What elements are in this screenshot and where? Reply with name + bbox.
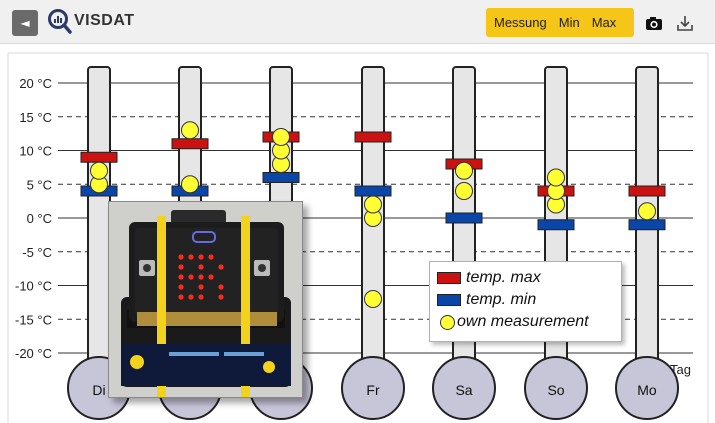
app-title: VISDAT xyxy=(74,12,135,29)
measurement-point xyxy=(272,128,290,146)
y-tick-label: -5 °C xyxy=(22,245,52,260)
legend-item-measurement: own measurement xyxy=(437,312,589,332)
back-button[interactable]: ◄ xyxy=(12,10,38,36)
measurement-point xyxy=(364,195,382,214)
y-tick-label: -15 °C xyxy=(15,312,52,327)
x-axis-title: Tag xyxy=(670,362,691,377)
thermometer-bulb xyxy=(432,356,496,420)
x-category-label: Fr xyxy=(366,382,380,398)
top-bar: ◄ VISDAT Messung Min Max xyxy=(0,0,715,44)
x-category-label: So xyxy=(547,382,564,398)
legend-label-max: temp. max xyxy=(466,269,541,286)
y-tick-label: 0 °C xyxy=(27,211,52,226)
max-marker xyxy=(171,138,209,150)
mode-max-button[interactable]: Max xyxy=(586,8,623,37)
measurement-point xyxy=(638,202,656,221)
measurement-point xyxy=(455,161,473,180)
legend-swatch-measurement xyxy=(440,314,455,330)
microbit-photo xyxy=(108,201,303,398)
measurement-point xyxy=(455,182,473,200)
camera-button[interactable] xyxy=(643,12,665,34)
min-marker xyxy=(628,219,666,231)
x-category-label: Di xyxy=(92,382,105,398)
download-icon xyxy=(677,16,693,31)
y-tick-label: -10 °C xyxy=(15,279,52,294)
measurement-point xyxy=(364,290,382,308)
y-tick-label: -20 °C xyxy=(15,346,52,361)
measurement-point xyxy=(90,161,108,180)
legend-label-min: temp. min xyxy=(466,291,537,308)
measurement-point xyxy=(181,175,199,194)
min-marker xyxy=(262,172,300,183)
thermometer-bulb xyxy=(524,356,588,420)
visdat-logo-icon xyxy=(48,9,72,34)
thermometer-tube xyxy=(87,66,111,378)
max-marker xyxy=(80,151,118,163)
legend-item-min: temp. min xyxy=(437,290,536,310)
x-category-label: Mo xyxy=(637,382,657,398)
y-tick-label: 20 °C xyxy=(19,76,52,91)
mode-messung-button[interactable]: Messung xyxy=(486,8,553,37)
y-tick-label: 15 °C xyxy=(19,110,52,125)
min-marker xyxy=(537,219,575,231)
legend-swatch-max xyxy=(437,272,461,284)
max-marker xyxy=(628,185,666,197)
legend-swatch-min xyxy=(437,294,461,306)
x-category-label: Sa xyxy=(455,382,472,398)
measurement-point xyxy=(181,121,199,140)
min-marker xyxy=(445,212,483,224)
mode-min-button[interactable]: Min xyxy=(553,8,586,37)
download-button[interactable] xyxy=(674,12,696,34)
min-marker xyxy=(354,185,392,197)
mode-toggle-group: Messung Min Max xyxy=(486,8,634,37)
thermometer-bulb xyxy=(341,356,405,420)
microbit-photo-drawing xyxy=(109,202,302,397)
y-tick-label: 5 °C xyxy=(27,177,52,192)
measurement-point xyxy=(547,168,565,187)
legend-label-measurement: own measurement xyxy=(457,313,589,330)
y-tick-label: 10 °C xyxy=(19,144,52,159)
max-marker xyxy=(354,131,392,143)
thermometer-bulb xyxy=(615,356,679,420)
legend-item-max: temp. max xyxy=(437,268,541,288)
camera-icon xyxy=(646,17,662,30)
chart-legend: temp. max temp. min own measurement xyxy=(429,261,622,342)
